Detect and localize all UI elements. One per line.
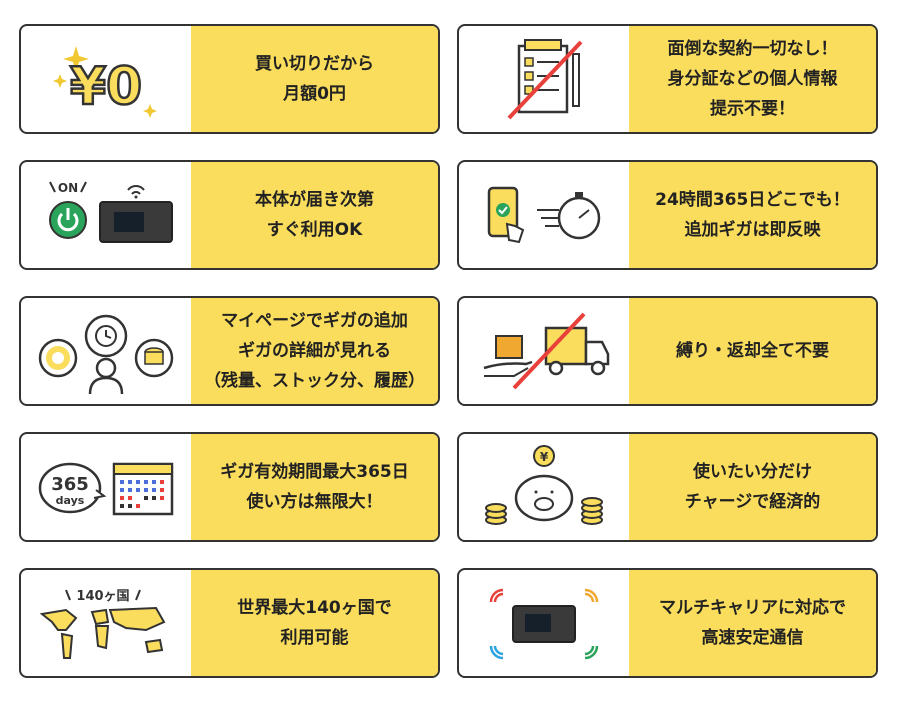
feature-line: チャージで経済的 [684,492,821,512]
calendar-365-icon: 365 days [21,434,191,540]
feature-card-countries: 140ヶ国 世界最大140ヶ国で 利用可能 [19,568,440,678]
feature-line: 提示不要！ [710,99,795,119]
no-return-truck-icon [459,298,629,404]
power-on-device-icon: ON [21,162,191,268]
feature-card-no-return: 縛り・返却全て不要 [457,296,878,406]
feature-line: 買い切りだから [255,54,374,74]
feature-card-mypage: マイページでギガの追加 ギガの詳細が見れる （残量、ストック分、履歴） [19,296,440,406]
multi-carrier-device-icon [459,570,629,676]
feature-line: ギガの詳細が見れる [238,341,391,361]
feature-card-validity: 365 days ギガ有効期間最大365日 使い方は無限大！ [19,432,440,542]
feature-line: 使いたい分だけ [693,462,812,482]
phone-stopwatch-icon [459,162,629,268]
feature-line: 高速安定通信 [701,628,804,648]
feature-card-anytime: 24時間365日どこでも！ 追加ギガは即反映 [457,160,878,270]
days-number: 365 [51,474,89,495]
feature-line: すぐ利用OK [266,220,363,240]
feature-line: 身分証などの個人情報 [667,69,838,89]
no-contract-icon [459,26,629,132]
feature-line: 利用可能 [280,628,349,648]
world-map-icon: 140ヶ国 [21,570,191,676]
yen-zero-text: ¥0 [70,57,142,117]
feature-card-no-contract: 面倒な契約一切なし！ 身分証などの個人情報 提示不要！ [457,24,878,134]
feature-card-instant-use: ON 本体が届き次第 すぐ利用OK [19,160,440,270]
yen-coin-text: ¥ [540,450,549,464]
feature-card-charge: ¥ 使いたい分だけ チャージで経済的 [457,432,878,542]
feature-line: マルチキャリアに対応で [659,598,846,618]
feature-line: マイページでギガの追加 [221,311,408,331]
days-label: days [56,494,85,507]
feature-line: （残量、ストック分、履歴） [204,371,425,391]
country-count-text: 140ヶ国 [76,589,129,604]
feature-line: 月額0円 [283,84,346,104]
feature-line: ギガ有効期間最大365日 [220,462,409,482]
feature-line: 追加ギガは即反映 [684,220,821,240]
feature-line: 24時間365日どこでも！ [655,190,850,210]
on-label: ON [58,181,78,195]
feature-card-multi-carrier: マルチキャリアに対応で 高速安定通信 [457,568,878,678]
mypage-user-icon [21,298,191,404]
feature-line: 本体が届き次第 [255,190,374,210]
feature-card-zero-monthly: ¥0 買い切りだから 月額0円 [19,24,440,134]
feature-line: 世界最大140ヶ国で [237,598,392,618]
feature-line: 縛り・返却全て不要 [676,341,829,361]
yen-zero-icon: ¥0 [21,26,191,132]
feature-line: 面倒な契約一切なし！ [667,39,838,59]
piggy-bank-icon: ¥ [459,434,629,540]
feature-line: 使い方は無限大！ [246,492,383,512]
